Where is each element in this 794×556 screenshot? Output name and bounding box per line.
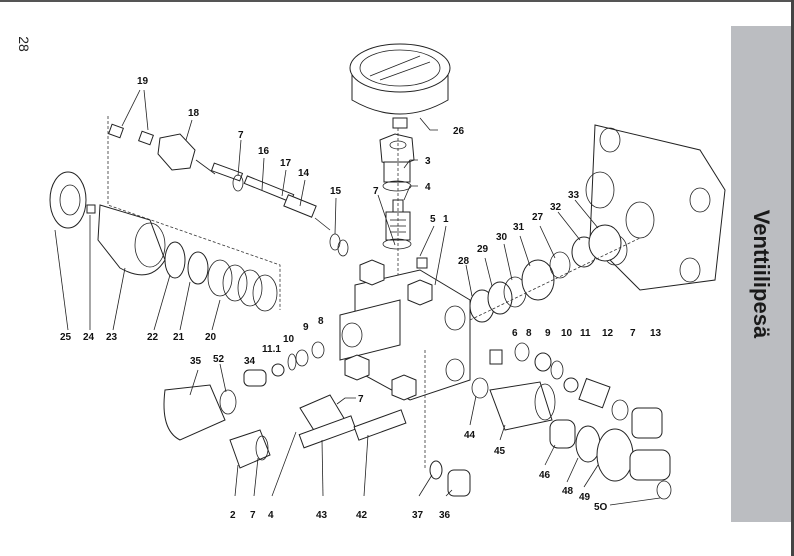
label-19: 19 bbox=[137, 76, 149, 87]
pump-head bbox=[585, 124, 726, 291]
label-16: 16 bbox=[258, 146, 270, 157]
inlet-fittings bbox=[163, 341, 407, 469]
part-labels: 26 3 4 7 5 1 19 18 7 16 17 14 15 25 24 2… bbox=[60, 76, 662, 521]
label-37: 37 bbox=[412, 510, 424, 521]
label-17: 17 bbox=[280, 158, 292, 169]
label-36: 36 bbox=[439, 510, 451, 521]
label-8-left: 8 bbox=[318, 316, 324, 327]
label-3: 3 bbox=[425, 156, 431, 167]
label-27: 27 bbox=[532, 212, 544, 223]
label-5: 5 bbox=[430, 214, 436, 225]
label-12: 12 bbox=[602, 328, 614, 339]
label-20: 20 bbox=[205, 332, 217, 343]
seal-rings bbox=[469, 224, 622, 323]
label-2: 2 bbox=[230, 510, 236, 521]
label-35: 35 bbox=[190, 356, 202, 367]
label-13: 13 bbox=[650, 328, 662, 339]
label-15: 15 bbox=[330, 186, 342, 197]
label-7-bottom: 7 bbox=[250, 510, 256, 521]
label-46: 46 bbox=[539, 470, 551, 481]
label-10-left: 10 bbox=[283, 334, 295, 345]
label-4-top: 4 bbox=[425, 182, 431, 193]
label-7-top: 7 bbox=[373, 186, 379, 197]
label-43: 43 bbox=[316, 510, 328, 521]
label-6: 6 bbox=[512, 328, 518, 339]
scrollbar-edge[interactable] bbox=[791, 0, 794, 556]
label-14: 14 bbox=[298, 168, 310, 179]
label-22: 22 bbox=[147, 332, 159, 343]
check-valve-right bbox=[489, 342, 663, 439]
label-10-right: 10 bbox=[561, 328, 573, 339]
adjust-knob bbox=[49, 171, 278, 312]
label-9-left: 9 bbox=[303, 322, 309, 333]
label-11: 11 bbox=[580, 328, 591, 339]
pressure-gauge bbox=[349, 43, 451, 129]
label-28: 28 bbox=[458, 256, 470, 267]
leader-lines bbox=[54, 89, 661, 506]
label-1: 1 bbox=[443, 214, 449, 225]
label-23: 23 bbox=[106, 332, 118, 343]
label-18: 18 bbox=[188, 108, 200, 119]
label-50: 5O bbox=[594, 502, 608, 513]
label-32: 32 bbox=[550, 202, 562, 213]
adapter-fitting bbox=[379, 133, 415, 192]
label-7-unloader: 7 bbox=[238, 130, 244, 141]
label-9-right: 9 bbox=[545, 328, 551, 339]
label-8-right: 8 bbox=[526, 328, 532, 339]
label-52: 52 bbox=[213, 354, 225, 365]
outlet-assembly bbox=[429, 377, 672, 500]
label-24: 24 bbox=[83, 332, 95, 343]
label-7-mid: 7 bbox=[358, 394, 364, 405]
label-29: 29 bbox=[477, 244, 489, 255]
label-31: 31 bbox=[513, 222, 525, 233]
label-45: 45 bbox=[494, 446, 506, 457]
label-48: 48 bbox=[562, 486, 574, 497]
label-34: 34 bbox=[244, 356, 256, 367]
label-42: 42 bbox=[356, 510, 368, 521]
label-7-right: 7 bbox=[630, 328, 636, 339]
label-4-bottom: 4 bbox=[268, 510, 274, 521]
section-tab: Venttiilipesä bbox=[731, 26, 791, 522]
label-25: 25 bbox=[60, 332, 72, 343]
top-border bbox=[0, 0, 794, 2]
label-33: 33 bbox=[568, 190, 580, 201]
label-49: 49 bbox=[579, 492, 591, 503]
label-30: 30 bbox=[496, 232, 508, 243]
label-44: 44 bbox=[464, 430, 476, 441]
label-21: 21 bbox=[173, 332, 185, 343]
label-26: 26 bbox=[453, 126, 465, 137]
label-11-1: 11.1 bbox=[262, 344, 281, 355]
valve-body bbox=[339, 257, 471, 401]
valve-cartridge-top bbox=[382, 199, 412, 250]
